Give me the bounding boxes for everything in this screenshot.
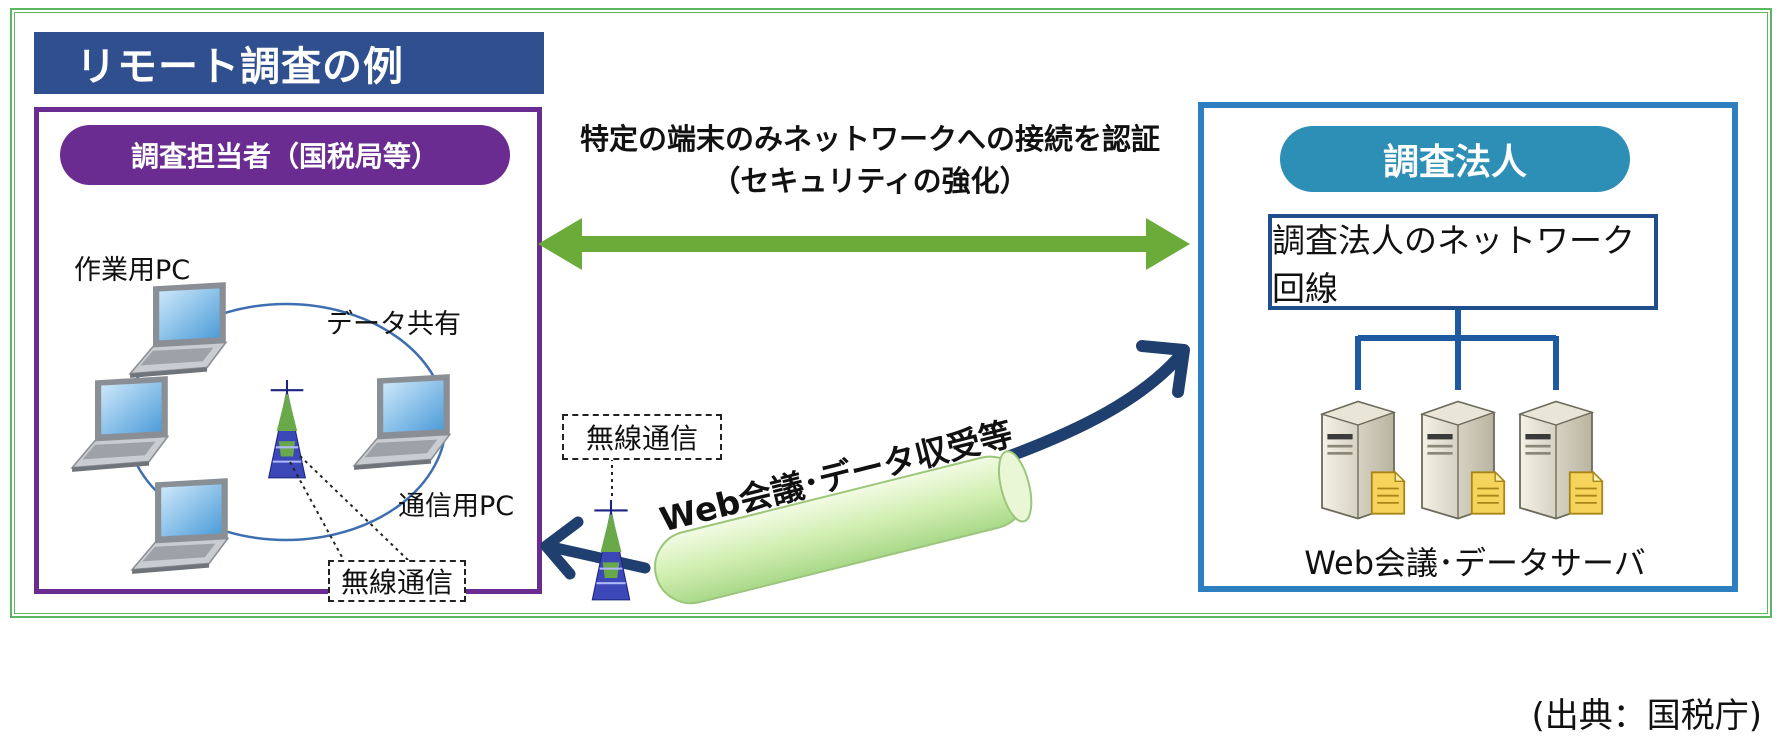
auth-line-1: 特定の端末のみネットワークへの接続を認証 (579, 122, 1160, 156)
laptop-icon (353, 373, 451, 471)
comm-pc-label: 通信用PC (398, 491, 515, 522)
source-credit: (出典：国税庁) (1531, 696, 1762, 736)
server-label: Web会議･データサーバ (1304, 544, 1646, 582)
laptop-icon (129, 281, 227, 379)
antenna-tower-icon (591, 500, 631, 601)
corporation-panel (1198, 102, 1738, 592)
document-icon (1470, 471, 1506, 515)
outer-frame (10, 8, 1772, 618)
investigator-header: 調査担当者（国税局等） (60, 125, 510, 185)
investigator-panel (34, 107, 542, 594)
outer-frame-inner (14, 12, 1768, 614)
wireless-label: 無線通信 (562, 414, 722, 460)
auth-line-2: （セキュリティの強化） (711, 164, 1029, 198)
document-icon (1370, 471, 1406, 515)
auth-description: 特定の端末のみネットワークへの接続を認証 （セキュリティの強化） (560, 118, 1180, 202)
wireless-inner-label: 無線通信 (328, 560, 466, 602)
page-title: リモート調査の例 (34, 32, 544, 94)
laptop-icon (131, 477, 229, 575)
data-share-label: データ共有 (326, 309, 461, 340)
corporation-header: 調査法人 (1280, 126, 1630, 192)
laptop-icon (71, 375, 169, 473)
work-pc-label: 作業用PC (74, 255, 191, 286)
document-icon (1568, 471, 1604, 515)
antenna-tower-icon (267, 380, 307, 479)
network-box: 調査法人のネットワーク回線 (1268, 214, 1658, 310)
